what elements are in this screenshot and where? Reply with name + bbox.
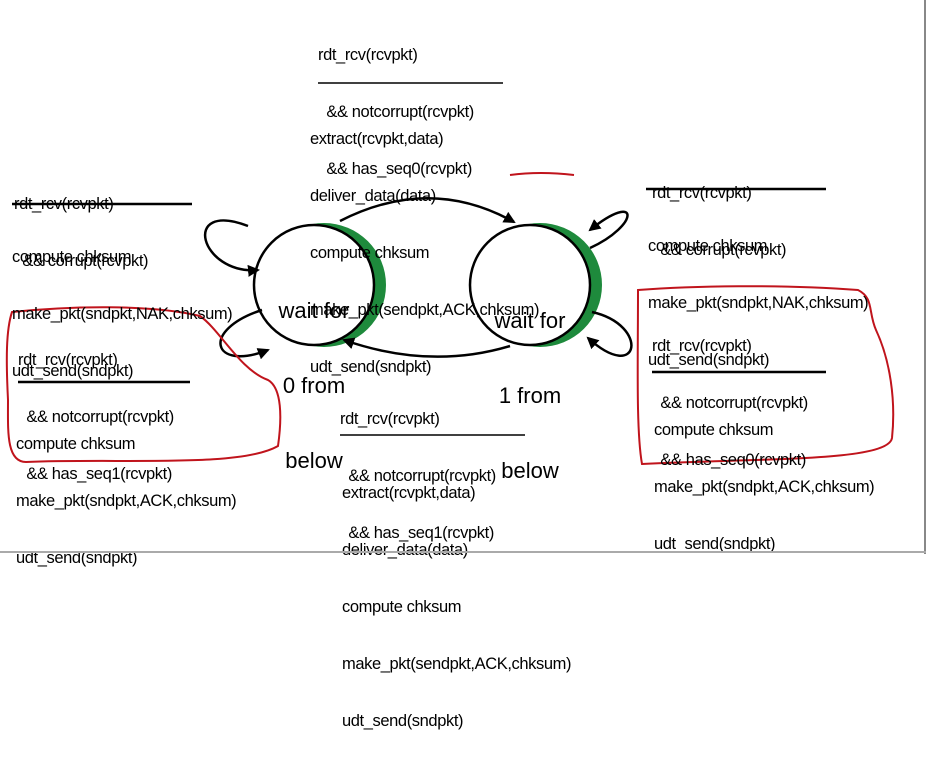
top-action-line: deliver_data(data) [310, 187, 436, 205]
right-lower-event-text: rdt_rcv(rcvpkt) && notcorrupt(rcvpkt) &&… [652, 299, 808, 508]
left-upper-action-line: make_pkt(sndpkt,NAK,chksum) [12, 305, 233, 323]
left-lower-action-line: compute chksum [16, 435, 136, 453]
top-action-line: udt_send(sndpkt) [310, 358, 432, 376]
state-wait-0 [252, 223, 386, 347]
top-action-text: extract(rcvpkt,data) deliver_data(data) … [310, 92, 539, 415]
chksum-underline-mark [509, 172, 575, 176]
top-event-line: && notcorrupt(rcvpkt) [318, 103, 474, 121]
bottom-action-line: extract(rcvpkt,data) [342, 484, 476, 502]
bottom-event-text: rdt_rcv(rcvpkt) && notcorrupt(rcvpkt) &&… [340, 372, 496, 581]
top-action-line: extract(rcvpkt,data) [310, 130, 444, 148]
left-lower-action-text: compute chksum make_pkt(sndpkt,ACK,chksu… [16, 397, 237, 606]
right-upper-event-line: && corrupt(rcvpkt) [652, 241, 787, 259]
state-1-line-1: wait for [494, 308, 566, 333]
left-upper-action-line: udt_send(sndpkt) [12, 362, 134, 380]
state-1-line-3: below [501, 458, 559, 483]
left-upper-event-line: rdt_rcv(rcvpkt) [14, 195, 114, 213]
self-loop-left-upper-arrow [203, 219, 260, 277]
bottom-action-line: compute chksum [342, 598, 462, 616]
left-lower-event-text: rdt_rcv(rcvpkt) && notcorrupt(rcvpkt) &&… [18, 313, 174, 522]
frame-right-edge [924, 0, 926, 554]
right-upper-event-text: rdt_rcv(rcvpkt) && corrupt(rcvpkt) [652, 146, 787, 298]
self-loop-left-lower-arrow [219, 308, 270, 360]
left-lower-event-line: && has_seq1(rcvpkt) [18, 465, 172, 483]
self-loop-right-lower-arrow [586, 310, 633, 357]
state-1-circle [468, 223, 592, 347]
bottom-action-line: udt_send(sndpkt) [342, 712, 464, 730]
top-action-line: make_pkt(sendpkt,ACK,chksum) [310, 301, 540, 319]
fsm-diagram: wait for 0 from below wait for 1 from be… [0, 0, 926, 730]
right-upper-action-line: make_pkt(sndpkt,NAK,chksum) [648, 294, 869, 312]
left-lower-action-line: make_pkt(sndpkt,ACK,chksum) [16, 492, 237, 510]
bottom-action-line: make_pkt(sendpkt,ACK,chksum) [342, 655, 572, 673]
state-1-label: wait for 1 from below [480, 258, 580, 533]
left-lower-event-line: && notcorrupt(rcvpkt) [18, 408, 174, 426]
state-0-label: wait for 0 from below [264, 248, 364, 523]
bottom-action-text: extract(rcvpkt,data) deliver_data(data) … [342, 446, 571, 769]
right-lower-action-line: udt_send(sndpkt) [654, 535, 776, 553]
right-lower-highlight [636, 285, 895, 466]
right-lower-action-text: compute chksum make_pkt(sndpkt,ACK,chksu… [654, 383, 875, 592]
transition-top-arrow [339, 197, 516, 224]
left-upper-action-line: compute chksum [12, 248, 132, 266]
top-action-line: compute chksum [310, 244, 430, 262]
state-0-circle [252, 223, 376, 347]
frame-bottom-edge [0, 551, 926, 553]
right-lower-event-line: rdt_rcv(rcvpkt) [652, 337, 752, 355]
state-0-line-3: below [285, 448, 343, 473]
right-lower-event-line: && has_seq0(rcvpkt) [652, 451, 806, 469]
diagram-canvas [5, 82, 895, 466]
state-wait-1 [468, 223, 602, 347]
top-event-line: rdt_rcv(rcvpkt) [318, 46, 418, 64]
bottom-event-line: rdt_rcv(rcvpkt) [340, 410, 440, 428]
right-upper-action-line: udt_send(sndpkt) [648, 351, 770, 369]
state-1-line-2: 1 from [498, 383, 562, 408]
right-upper-action-text: compute chksum make_pkt(sndpkt,NAK,chksu… [648, 199, 869, 408]
self-loop-right-upper-arrow [588, 210, 629, 250]
right-lower-action-line: make_pkt(sndpkt,ACK,chksum) [654, 478, 875, 496]
left-lower-event-line: rdt_rcv(rcvpkt) [18, 351, 118, 369]
left-upper-event-text: rdt_rcv(rcvpkt) && corrupt(rcvpkt) [14, 157, 149, 309]
top-event-text: rdt_rcv(rcvpkt) && notcorrupt(rcvpkt) &&… [318, 8, 474, 217]
top-event-line: && has_seq0(rcvpkt) [318, 160, 472, 178]
bottom-event-line: && notcorrupt(rcvpkt) [340, 467, 496, 485]
right-upper-action-line: compute chksum [648, 237, 768, 255]
right-lower-event-line: && notcorrupt(rcvpkt) [652, 394, 808, 412]
state-0-line-2: 0 from [282, 373, 346, 398]
left-upper-event-line: && corrupt(rcvpkt) [14, 252, 149, 270]
right-lower-action-line: compute chksum [654, 421, 774, 439]
right-upper-event-line: rdt_rcv(rcvpkt) [652, 184, 752, 202]
transition-bottom-arrow [342, 337, 511, 358]
left-lower-highlight [5, 306, 282, 464]
left-upper-action-text: compute chksum make_pkt(sndpkt,NAK,chksu… [12, 210, 233, 419]
bottom-event-line: && has_seq1(rcvpkt) [340, 524, 494, 542]
state-0-line-1: wait for [278, 298, 350, 323]
